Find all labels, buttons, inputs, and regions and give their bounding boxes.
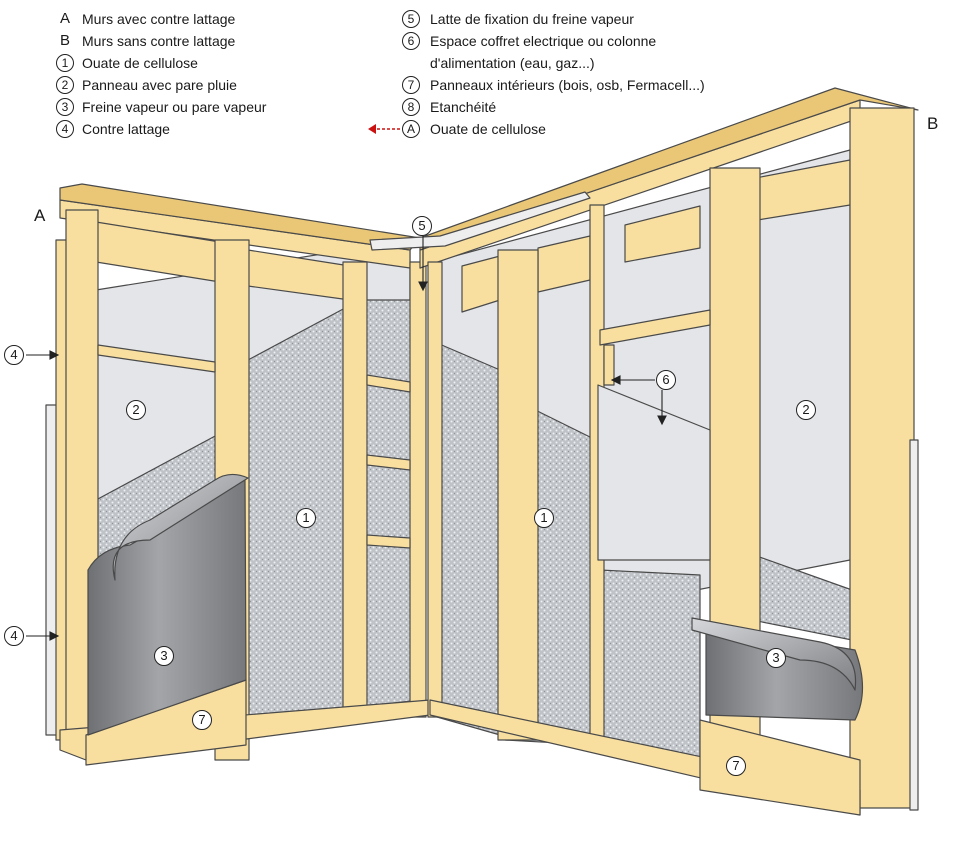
legend-marker-6: 6 bbox=[402, 32, 420, 50]
membrane-curl-left bbox=[112, 473, 249, 581]
legend-text: Panneaux intérieurs (bois, osb, Fermacel… bbox=[430, 77, 705, 93]
insulation-right-3 bbox=[599, 569, 701, 761]
insulation-left bbox=[247, 299, 421, 721]
stud-left-3 bbox=[342, 261, 368, 723]
legend-letter-b: B bbox=[59, 32, 70, 49]
legend-text: Espace coffret electrique ou colonne bbox=[430, 33, 657, 49]
callout-1-left: 1 bbox=[296, 508, 316, 528]
legend-text: Murs sans contre lattage bbox=[82, 33, 236, 49]
callout-7-right: 7 bbox=[726, 756, 746, 776]
legend-marker-4: 4 bbox=[56, 120, 74, 138]
stud-right-2 bbox=[497, 249, 539, 741]
interior-panel-right bbox=[699, 719, 861, 816]
legend-marker-5: 5 bbox=[402, 10, 420, 28]
vapour-membrane-left bbox=[87, 479, 247, 736]
service-cavity-panel bbox=[597, 384, 711, 561]
legend-text: d'alimentation (eau, gaz...) bbox=[430, 55, 595, 71]
legend-marker-8: 8 bbox=[402, 98, 420, 116]
callout-2-left: 2 bbox=[126, 400, 146, 420]
callout-7-left: 7 bbox=[192, 710, 212, 730]
callout-3-left: 3 bbox=[154, 646, 174, 666]
callout-4-bottom: 4 bbox=[4, 626, 24, 646]
red-arrow-icon bbox=[368, 124, 400, 134]
legend-text: Ouate de cellulose bbox=[82, 55, 198, 71]
legend-letter-a: A bbox=[59, 10, 70, 27]
legend-text: Ouate de cellulose bbox=[430, 121, 546, 137]
stud-right-1 bbox=[427, 261, 443, 718]
corner-label-a: A bbox=[34, 206, 46, 225]
legend-text: Murs avec contre lattage bbox=[82, 11, 236, 27]
legend-text: Etanchéité bbox=[430, 99, 497, 115]
legend-text: Contre lattage bbox=[82, 121, 170, 137]
corner-label-b: B bbox=[927, 114, 939, 133]
top-plate-right-top bbox=[419, 87, 919, 251]
service-cavity-frame bbox=[599, 309, 711, 346]
batten-left-c bbox=[366, 454, 411, 471]
membrane-curl-right bbox=[691, 617, 857, 691]
callout-3-right: 3 bbox=[766, 648, 786, 668]
corner-cap bbox=[369, 191, 591, 251]
outer-cladding-right bbox=[909, 439, 919, 811]
legend-text: Panneau avec pare pluie bbox=[82, 77, 237, 93]
callout-2-right: 2 bbox=[796, 400, 816, 420]
callout-4-top: 4 bbox=[4, 345, 24, 365]
legend-marker-7: 7 bbox=[402, 76, 420, 94]
callout-5: 5 bbox=[412, 216, 432, 236]
legend-marker-1: 1 bbox=[56, 54, 74, 72]
batten-left-b bbox=[366, 374, 411, 393]
callout-1-right: 1 bbox=[534, 508, 554, 528]
batten-left-a bbox=[97, 344, 216, 373]
header-beam-right-3 bbox=[624, 205, 701, 263]
legend-marker-3: 3 bbox=[56, 98, 74, 116]
legend-text: Freine vapeur ou pare vapeur bbox=[82, 99, 267, 115]
service-cavity-post bbox=[603, 344, 615, 386]
legend-marker-2: 2 bbox=[56, 76, 74, 94]
legend-text: Latte de fixation du freine vapeur bbox=[430, 11, 634, 27]
legend-marker-a: A bbox=[402, 120, 420, 138]
legend: A Murs avec contre lattage B Murs sans c… bbox=[0, 0, 956, 150]
batten-left-d bbox=[366, 534, 411, 549]
stud-left-4 bbox=[409, 261, 427, 718]
callout-6: 6 bbox=[656, 370, 676, 390]
